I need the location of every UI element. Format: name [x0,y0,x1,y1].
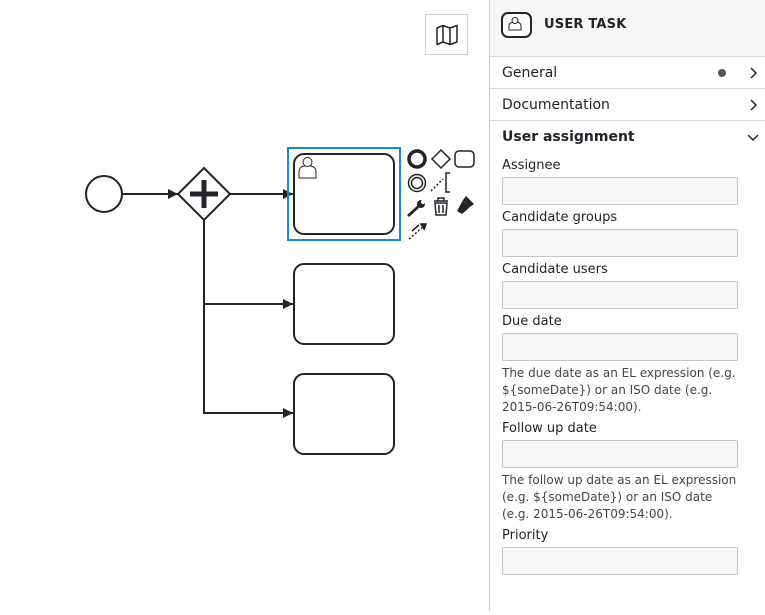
connect-icon[interactable] [408,223,428,240]
sequence-flows[interactable] [122,189,293,418]
follow-up-date-description: The follow up date as an EL expression (… [502,473,737,521]
due-date-input[interactable] [502,333,738,361]
chevron-down-icon [747,134,759,142]
panel-header-title: USER TASK [544,17,627,32]
bpmn-diagram[interactable] [0,0,489,611]
candidate-groups-field: Candidate groups [502,205,765,257]
map-icon [436,24,458,46]
paintbrush-icon[interactable] [457,196,474,214]
task-icon[interactable] [454,150,475,168]
chevron-right-icon [750,99,758,111]
due-date-label: Due date [502,314,562,329]
candidate-groups-input[interactable] [502,229,738,257]
group-general[interactable]: General [490,57,765,89]
priority-input[interactable] [502,547,738,575]
chevron-right-icon [750,67,758,79]
group-documentation[interactable]: Documentation [490,89,765,121]
priority-label: Priority [502,528,549,543]
follow-up-date-input[interactable] [502,440,738,468]
parallel-gateway[interactable] [176,166,232,222]
context-pad[interactable] [407,148,475,240]
selection-outline [287,147,401,241]
assignee-field: Assignee [502,153,765,205]
group-documentation-label: Documentation [502,97,610,113]
candidate-users-input[interactable] [502,281,738,309]
end-event-icon[interactable] [407,149,427,169]
trash-icon[interactable] [434,197,448,216]
wrench-icon[interactable] [407,200,425,217]
gateway-icon[interactable] [430,148,452,170]
diagram-canvas[interactable] [0,0,489,611]
assignee-input[interactable] [502,177,738,205]
candidate-groups-label: Candidate groups [502,210,618,225]
follow-up-date-field: Follow up date The follow up date as an … [502,416,765,523]
task-2[interactable] [293,263,395,345]
priority-field: Priority [502,523,765,575]
data-indicator-dot [718,69,726,77]
candidate-users-field: Candidate users [502,257,765,309]
user-task-icon [501,12,532,38]
due-date-field: Due date The due date as an EL expressio… [502,309,765,416]
task-3[interactable] [293,373,395,455]
start-event[interactable] [85,175,123,213]
follow-up-date-label: Follow up date [502,421,597,436]
group-user-assignment[interactable]: User assignment [490,121,765,153]
group-general-label: General [502,65,558,81]
minimap-toggle-button[interactable] [425,14,468,55]
user-task-selected[interactable] [287,147,401,241]
panel-header: USER TASK [490,0,765,57]
properties-panel: USER TASK General Documentation User ass… [489,0,765,611]
assignee-label: Assignee [502,158,561,173]
intermediate-event-icon[interactable] [407,173,427,193]
user-icon [298,157,317,179]
due-date-description: The due date as an EL expression (e.g. $… [502,366,736,414]
sequence-flow-gateway-to-task-3[interactable] [203,304,293,418]
text-annotation-icon[interactable] [430,172,450,193]
sequence-flow-gateway-to-task-2[interactable] [203,220,293,309]
candidate-users-label: Candidate users [502,262,608,277]
group-user-assignment-label: User assignment [502,129,635,145]
